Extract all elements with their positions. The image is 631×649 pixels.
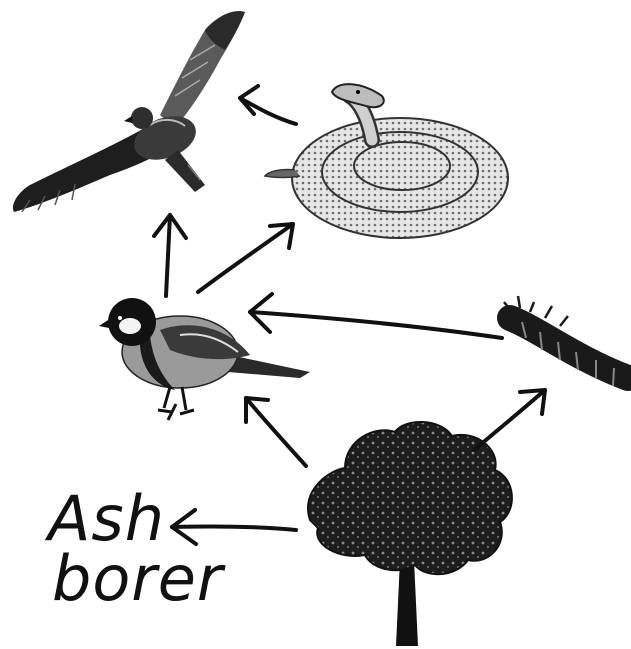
arrow-tree-to-bird	[246, 398, 306, 466]
arrow-bird-to-snake	[198, 224, 293, 292]
arrow-snake-to-hawk	[240, 86, 296, 124]
hawk-icon	[13, 11, 245, 212]
ash-tree-icon	[308, 422, 512, 646]
arrow-bird-to-hawk	[154, 215, 186, 296]
ash-borer-label-line1: Ash	[48, 488, 165, 550]
caterpillar-icon	[504, 296, 628, 386]
ash-borer-label-line2: borer	[52, 548, 223, 610]
arrow-tree-to-ash-borer	[172, 510, 296, 544]
arrow-tree-to-caterpillar	[474, 390, 545, 450]
great-tit-bird-icon	[99, 298, 310, 420]
snake-icon	[265, 84, 508, 238]
arrow-caterpillar-to-bird	[250, 294, 502, 338]
